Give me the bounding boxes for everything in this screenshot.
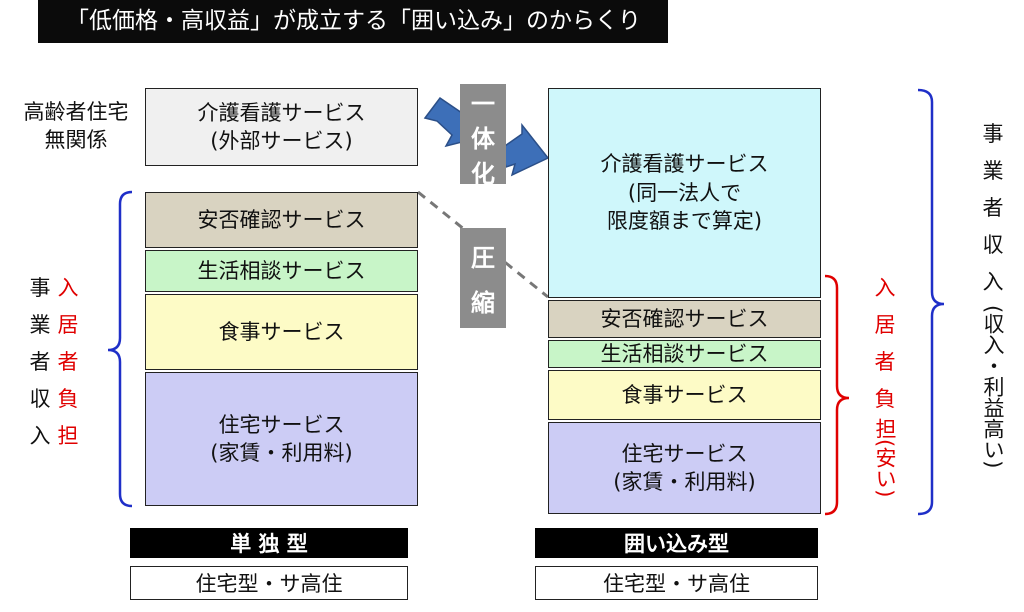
left-meal-box: 食事サービス — [145, 294, 418, 370]
right-meal-box: 食事サービス — [548, 370, 821, 420]
unrelated-note: 高齢者住宅 無関係 — [23, 100, 129, 153]
enclosure-sub-label: 住宅型・サ高住 — [535, 566, 818, 600]
enclosure-type-label: 囲い込み型 — [535, 528, 818, 558]
external-care-box: 介護看護サービス (外部サービス) — [145, 88, 418, 166]
right-side-resident-burden: 入居者負 担(安い) — [873, 276, 897, 498]
right-red-bracket — [824, 274, 850, 516]
left-side-resident-burden: 入居者負担 — [57, 276, 79, 448]
right-consultation-box: 生活相談サービス — [548, 340, 821, 368]
standalone-sub-label: 住宅型・サ高住 — [130, 566, 408, 600]
right-housing-box: 住宅サービス (家賃・利用料) — [548, 422, 821, 514]
left-side-business-income: 事業者収入 — [29, 276, 51, 448]
compression-label: 圧縮 — [460, 228, 506, 328]
left-housing-box: 住宅サービス (家賃・利用料) — [145, 372, 418, 506]
right-safety-check-box: 安否確認サービス — [548, 300, 821, 338]
integrated-care-box: 介護看護サービス (同一法人で 限度額まで算定) — [548, 88, 821, 298]
integration-label: 一体化 — [460, 84, 506, 188]
diagram-title: 「低価格・高収益」が成立する「囲い込み」のからくり — [38, 0, 668, 43]
right-side-business-income: 事業者収入 (収入・利益高い) — [981, 122, 1005, 469]
standalone-type-label: 単 独 型 — [130, 528, 408, 558]
left-safety-check-box: 安否確認サービス — [145, 192, 418, 248]
left-consultation-box: 生活相談サービス — [145, 250, 418, 292]
arrow-mid-to-right — [501, 122, 550, 177]
far-right-bracket — [917, 88, 945, 516]
left-bracket — [107, 190, 133, 508]
